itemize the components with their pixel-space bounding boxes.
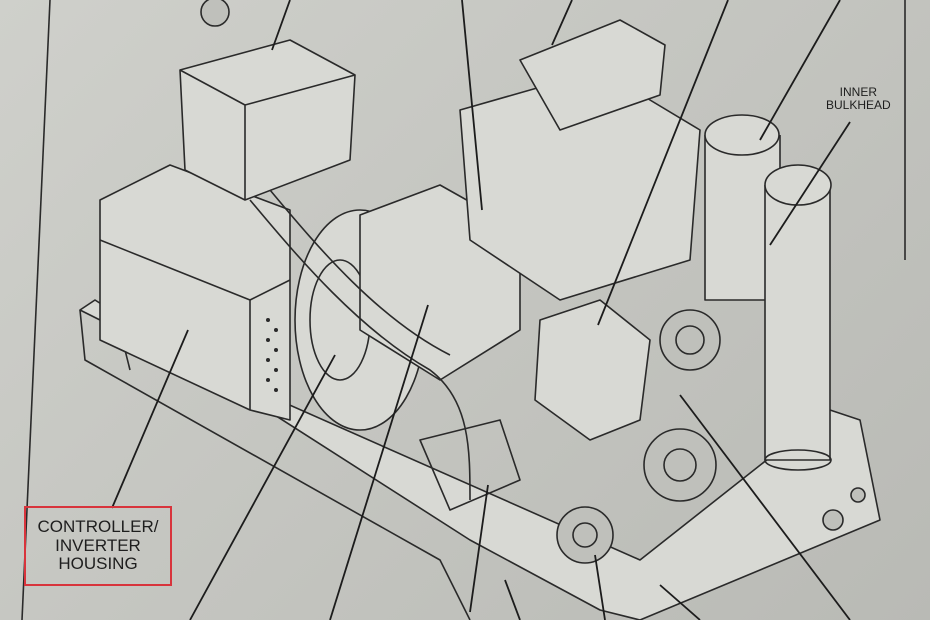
page-border-line <box>21 0 51 620</box>
label-line: CONTROLLER/ <box>37 516 159 536</box>
label-line: HOUSING <box>58 554 138 574</box>
label-line: INNER <box>839 85 878 99</box>
hose <box>249 199 471 501</box>
label-line: BULKHEAD <box>826 98 891 113</box>
controller-inverter-housing <box>99 164 291 421</box>
engine-block <box>359 19 721 564</box>
controller-inverter-housing-label: CONTROLLER/ INVERTER HOUSING <box>24 506 172 586</box>
inner-bulkhead-label: INNER BULKHEAD <box>826 85 891 113</box>
label-line: INVERTER <box>55 535 141 555</box>
base-frame <box>79 299 881 620</box>
hose-edge <box>269 189 451 356</box>
leader-lines <box>111 0 851 620</box>
upper-box <box>179 0 356 201</box>
air-filter-cylinders <box>704 114 832 471</box>
